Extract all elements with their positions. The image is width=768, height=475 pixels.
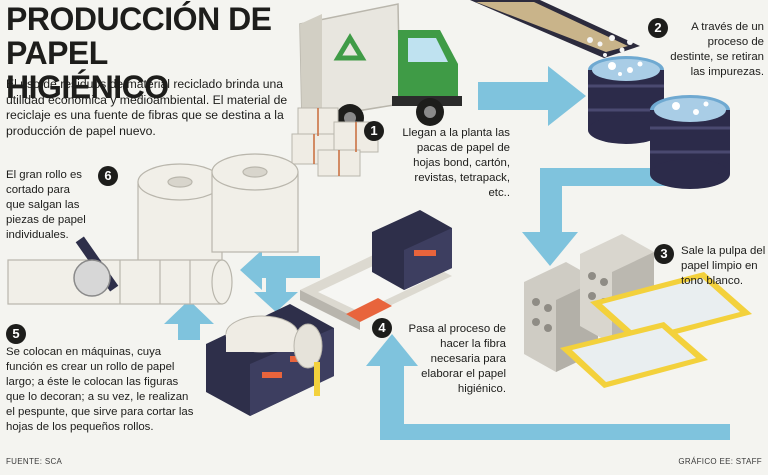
pulp-tanks [524, 234, 752, 388]
step-6-badge: 6 [98, 166, 118, 186]
arrow-down-left [254, 268, 298, 312]
arrow-5-to-6 [164, 300, 214, 340]
destinting-barrels [588, 56, 730, 189]
footer-source: FUENTE: SCA [6, 457, 63, 466]
cutting-saw [73, 236, 119, 297]
step-4-text: Pasa al proceso de hacer la fibra necesa… [408, 323, 506, 395]
step-3-badge: 3 [654, 244, 674, 264]
roll-machine [206, 304, 334, 416]
intro-paragraph: El uso de residuos de material reciclado… [6, 77, 288, 138]
conveyor-belt [470, 0, 640, 58]
step-3-text: Sale la pulpa del papel limpio en tono b… [681, 245, 766, 287]
step-1-text: Llegan a la planta las pacas de papel de… [402, 127, 510, 199]
step-2-text: A través de un proceso de destinte, se r… [670, 21, 764, 78]
title-line-1: PRODUCCIÓN DE [6, 1, 272, 37]
step-2-badge: 2 [648, 18, 668, 38]
recycling-truck [299, 3, 462, 132]
page-title: PRODUCCIÓN DE PAPEL HIGIÉNICO [6, 2, 276, 104]
step-5-badge: 5 [6, 324, 26, 344]
step-1-badge: 1 [364, 121, 384, 141]
footer-credit: GRÁFICO EE: STAFF [678, 457, 762, 466]
step-6-text: El gran rollo es cortado para que salgan… [6, 169, 86, 241]
step-5-text: Se colocan en máquinas, cuya función es … [6, 346, 194, 433]
fiber-machine [300, 210, 452, 330]
step-4-badge: 4 [372, 318, 392, 338]
arrow-1-to-2 [478, 66, 586, 126]
paper-rolls [7, 153, 299, 305]
flow-arrows [164, 66, 730, 440]
arrow-3-to-4 [366, 334, 730, 440]
recycle-icon [333, 33, 367, 61]
arrow-2-to-3 [522, 168, 695, 266]
title-line-2: PAPEL HIGIÉNICO [6, 35, 169, 105]
paper-bales [291, 107, 379, 177]
